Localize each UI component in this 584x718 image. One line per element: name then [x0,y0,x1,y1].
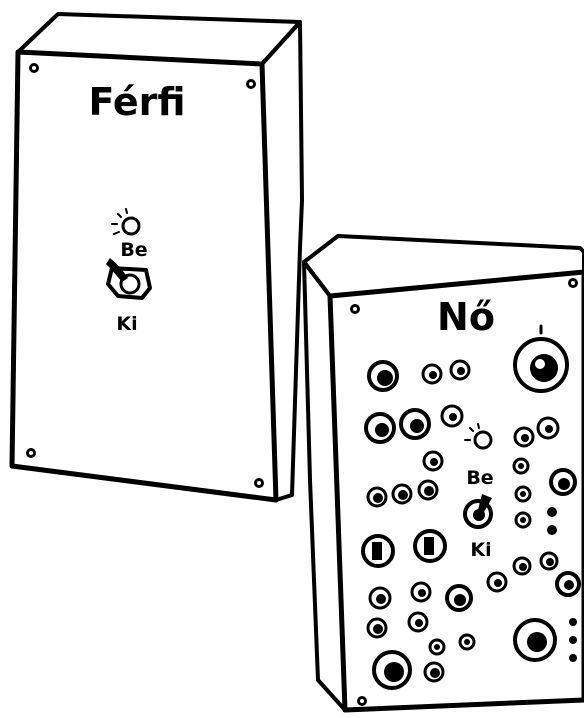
knob-icon [423,661,445,683]
knob-cluster [361,359,581,690]
knob-icon [399,408,431,440]
female-control-box: Nő [302,234,584,713]
female-switch-on-label: Be [466,467,493,489]
toggle-switch-icon [463,494,493,529]
knob-icon [549,468,577,496]
knob-icon [536,416,560,440]
knob-icon [391,483,413,505]
screw-icon [254,478,264,488]
male-switch-off-label: Ki [116,313,137,335]
male-control-box: Férfi Be Ki [9,12,304,503]
knob-icon [410,581,432,603]
male-box-title: Férfi [88,80,185,124]
knob-icon [445,584,473,612]
knob-icon [367,360,399,392]
knob-icon [361,534,395,568]
knob-icon [569,636,577,644]
screw-icon [246,79,256,89]
screw-icon [29,63,39,73]
knob-icon [512,556,532,576]
knob-icon [539,551,559,571]
knob-icon [569,618,577,626]
screw-icon [350,304,360,314]
knob-icon [547,525,557,535]
knob-icon [513,426,535,448]
knob-icon [449,359,471,381]
male-switch-on-label: Be [120,239,147,261]
knob-icon [512,457,530,475]
knob-icon [458,633,476,651]
knob-icon [569,654,577,662]
female-switch-off-label: Ki [470,539,491,561]
toggle-switch-icon [106,258,152,300]
knob-icon [366,617,388,639]
knob-icon [368,586,392,610]
knob-icon [514,511,532,529]
knob-icon [428,638,446,656]
knob-icon [440,404,464,428]
knob-icon [421,363,443,385]
large-dial-icon [513,324,569,393]
screw-icon [26,448,36,458]
indicator-lamp-icon [464,423,493,450]
knob-icon [417,479,439,501]
knob-icon [366,486,388,508]
knob-icon [514,485,532,503]
knob-icon [547,507,557,517]
knob-icon [486,571,508,593]
indicator-lamp-icon [111,208,141,236]
knob-icon [422,450,444,472]
screw-icon [568,278,578,288]
knob-icon [407,611,429,633]
knob-icon [364,412,396,444]
screw-icon [357,696,367,706]
female-box-title: Nő [437,295,495,339]
knob-icon [372,650,412,690]
knob-icon [513,618,557,662]
knob-icon [413,529,447,563]
knob-icon [555,571,581,597]
